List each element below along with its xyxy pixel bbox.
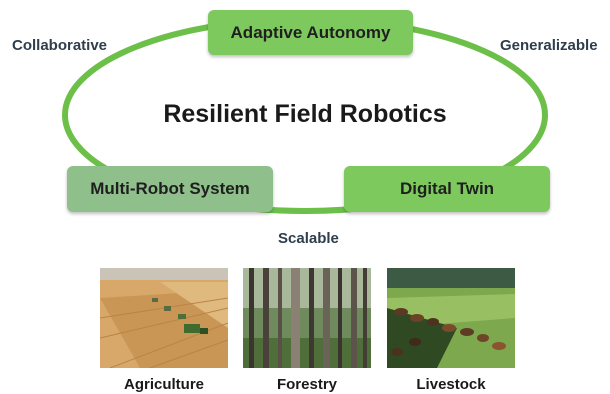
node-digital-twin: Digital Twin	[344, 166, 550, 212]
caption-forestry: Forestry	[276, 376, 338, 393]
node-adaptive-autonomy: Adaptive Autonomy	[208, 10, 413, 55]
diagram-title: Resilient Field Robotics	[163, 100, 447, 128]
node-multi-robot-system: Multi-Robot System	[67, 166, 273, 212]
caption-livestock: Livestock	[416, 376, 486, 393]
edge-label-collaborative: Collaborative	[12, 37, 108, 54]
forest-photo	[243, 268, 371, 368]
caption-agriculture: Agriculture	[123, 376, 204, 393]
edge-label-scalable: Scalable	[278, 230, 339, 247]
wheat-field-photo	[100, 268, 228, 368]
edge-label-generalizable: Generalizable	[500, 37, 598, 54]
cattle-pasture-photo	[387, 268, 515, 368]
